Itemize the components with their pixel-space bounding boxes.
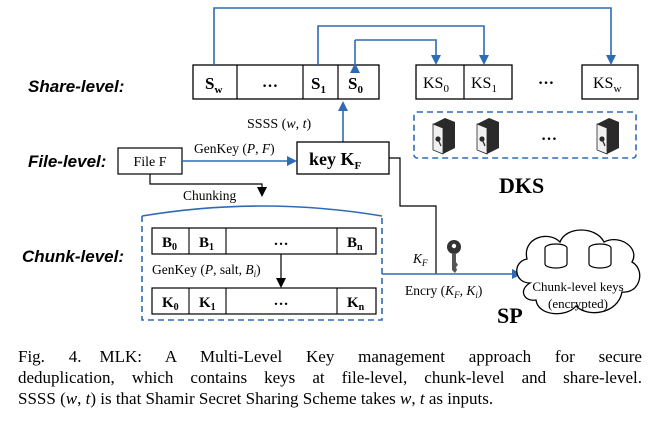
chunk-row: B0 B1 … Bn: [151, 227, 377, 255]
figure-caption: Fig. 4. MLK: A Multi-Level Key management…: [18, 346, 642, 409]
key-icon: [447, 240, 461, 273]
chunk-b0: B0: [162, 235, 177, 253]
share-distribution-arrows: [213, 7, 616, 73]
server-icon: [476, 118, 499, 155]
key-k0: K0: [162, 295, 179, 313]
caption-line1-text: MLK: A Multi-Level Key management approa…: [99, 347, 642, 366]
ks-dots: …: [538, 71, 554, 88]
chunk-bn: Bn: [347, 235, 363, 253]
cloud-label-2: (encrypted): [548, 296, 608, 311]
share-s0: S0: [348, 74, 363, 96]
key-k1: K1: [199, 295, 216, 313]
dks-group: [413, 111, 637, 159]
file-box: [117, 147, 183, 175]
database-icon: [544, 243, 568, 269]
server-icon: [432, 118, 455, 155]
key-row: K0 K1 … Kn: [151, 287, 377, 315]
ksw-label: KSw: [593, 75, 621, 95]
share-level-label: Share-level:: [28, 77, 124, 96]
caption-line-1: Fig. 4. MLK: A Multi-Level Key management…: [18, 346, 642, 367]
figure-number: Fig. 4.: [18, 347, 82, 366]
file-level-label: File-level:: [28, 152, 106, 171]
kf-label: KF: [412, 251, 428, 268]
key-kf-label: key KF: [309, 149, 362, 172]
chunk-dots: …: [274, 233, 289, 249]
chunking-label: Chunking: [183, 188, 237, 203]
key-kn: Kn: [347, 295, 365, 313]
sp-label: SP: [497, 303, 523, 328]
mlk-diagram: Share-level: File-level: Chunk-level: Sw…: [22, 7, 641, 328]
server-icon: [596, 118, 619, 155]
cloud-label-1: Chunk-level keys: [532, 279, 623, 294]
chunk-b1: B1: [199, 235, 214, 253]
ks-row: KS0 KS1 … KSw: [415, 64, 639, 100]
share-row: Sw … S1 S0: [192, 64, 380, 100]
share-s1: S1: [311, 74, 326, 96]
caption-line-3: SSSS (w, t) is that Shamir Secret Sharin…: [18, 389, 494, 408]
ks0-label: KS0: [423, 75, 449, 95]
key-kf-box: [296, 141, 390, 175]
caption-line-2: deduplication, which contains keys at fi…: [18, 368, 642, 387]
genkey-file-label: GenKey (P, F): [194, 141, 275, 156]
ks1-label: KS1: [471, 75, 497, 95]
chunking-arrow: [149, 174, 267, 197]
dks-dots: …: [541, 127, 557, 144]
genkey-chunk-label: GenKey (P, salt, Bi): [152, 262, 261, 279]
file-box-label: File F: [133, 155, 166, 170]
chunk-level-label: Chunk-level:: [22, 247, 124, 266]
chunk-group: [141, 205, 383, 321]
database-icon: [588, 243, 612, 269]
share-dots: …: [262, 74, 278, 91]
share-sw: Sw: [205, 74, 222, 96]
ssss-label: SSSS (w, t): [247, 117, 312, 132]
dks-label: DKS: [499, 173, 544, 198]
key-dots: …: [274, 293, 289, 309]
encry-label: Encry (KF, Ki): [405, 283, 482, 300]
kf-path: [389, 157, 437, 274]
